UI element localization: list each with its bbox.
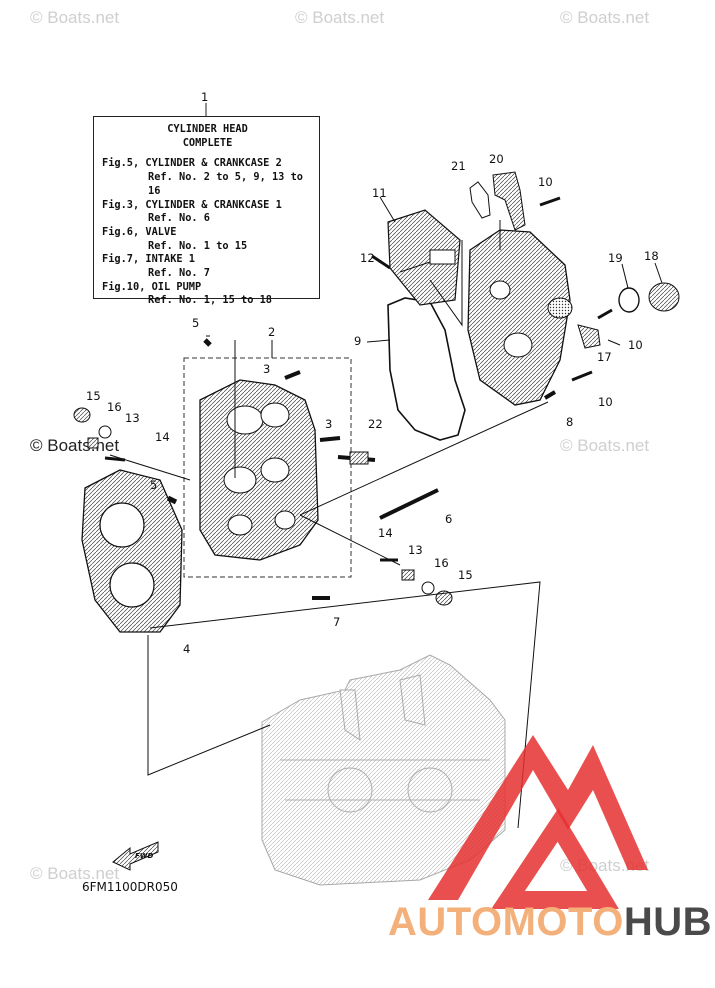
cover-gasket [387, 297, 466, 441]
small-parts [73, 171, 680, 606]
assembly-lines [109, 220, 549, 829]
box-line: Ref. No. 2 to 5, 9, 13 to 16 [148, 171, 303, 197]
callout-9: 9 [354, 334, 361, 348]
box-line: Fig.7, INTAKE 1 [102, 253, 195, 266]
watermark: © Boats.net [560, 436, 650, 455]
cylinder-head-group-outline [183, 357, 352, 578]
watermark: © Boats.net [30, 8, 120, 27]
brand-part-1: AUTOMOTO [388, 900, 624, 944]
callout-2: 2 [268, 325, 275, 339]
callout-10: 10 [538, 175, 553, 189]
callout-1: 1 [201, 90, 208, 104]
watermark: © Boats.net [30, 864, 120, 883]
callout-12: 12 [360, 251, 375, 265]
callout-16: 16 [434, 556, 449, 570]
callout-numbers: 1 2 3 3 4 5 5 6 7 8 9 10 10 10 11 12 13 … [86, 90, 659, 656]
callout-3: 3 [325, 417, 332, 431]
cylinder-head-cover [467, 229, 573, 406]
callout-17: 17 [597, 350, 612, 364]
callout-19: 19 [608, 251, 623, 265]
box-line: Fig.6, VALVE [102, 225, 177, 238]
callout-22: 22 [368, 417, 383, 431]
automotohub-logo-icon [428, 735, 648, 909]
box-line: Fig.10, OIL PUMP [102, 280, 202, 293]
callout-14: 14 [155, 430, 170, 444]
brand-part-2: HUB [623, 900, 713, 944]
callout-14: 14 [378, 526, 393, 540]
callout-11: 11 [372, 186, 387, 200]
box-line: Fig.3, CYLINDER & CRANKCASE 1 [102, 198, 282, 211]
callout-15: 15 [458, 568, 473, 582]
callout-4: 4 [183, 642, 190, 656]
fwd-arrow-icon: FWD [112, 841, 159, 871]
diagram-code: 6FM1100DR050 [82, 880, 178, 894]
callout-20: 20 [489, 152, 504, 166]
box-line: Ref. No. 1 to 15 [148, 239, 248, 252]
brand-name: AUTOMOTOHUB [388, 900, 712, 945]
callout-21: 21 [451, 159, 466, 173]
callout-15: 15 [86, 389, 101, 403]
cylinder-head-complete-box: CYLINDER HEAD COMPLETE Fig.5, CYLINDER &… [93, 116, 320, 306]
box-subtitle: COMPLETE [182, 136, 233, 149]
callout-16: 16 [107, 400, 122, 414]
watermark: © Boats.net [560, 8, 650, 27]
callout-6: 6 [445, 512, 452, 526]
callout-8: 8 [566, 415, 573, 429]
crankcase-background [261, 654, 506, 886]
cylinder-head [199, 379, 319, 561]
leader-lines [206, 196, 663, 358]
cover-plate [387, 209, 461, 306]
box-line: Fig.5, CYLINDER & CRANKCASE 2 [102, 157, 282, 170]
callout-7: 7 [333, 615, 340, 629]
callout-18: 18 [644, 249, 659, 263]
box-line: Ref. No. 1, 15 to 18 [148, 294, 272, 307]
callout-13: 13 [125, 411, 140, 425]
callout-13: 13 [408, 543, 423, 557]
fwd-label: FWD [135, 852, 154, 860]
watermark: © Boats.net [295, 8, 385, 27]
head-gasket [81, 469, 183, 633]
box-title: CYLINDER HEAD [167, 123, 248, 135]
box-line: Ref. No. 7 [148, 267, 210, 280]
box-line: Ref. No. 6 [148, 212, 210, 225]
callout-10: 10 [598, 395, 613, 409]
callout-10: 10 [628, 338, 643, 352]
callout-5: 5 [150, 478, 157, 492]
callout-3: 3 [263, 362, 270, 376]
callout-5: 5 [192, 316, 199, 330]
